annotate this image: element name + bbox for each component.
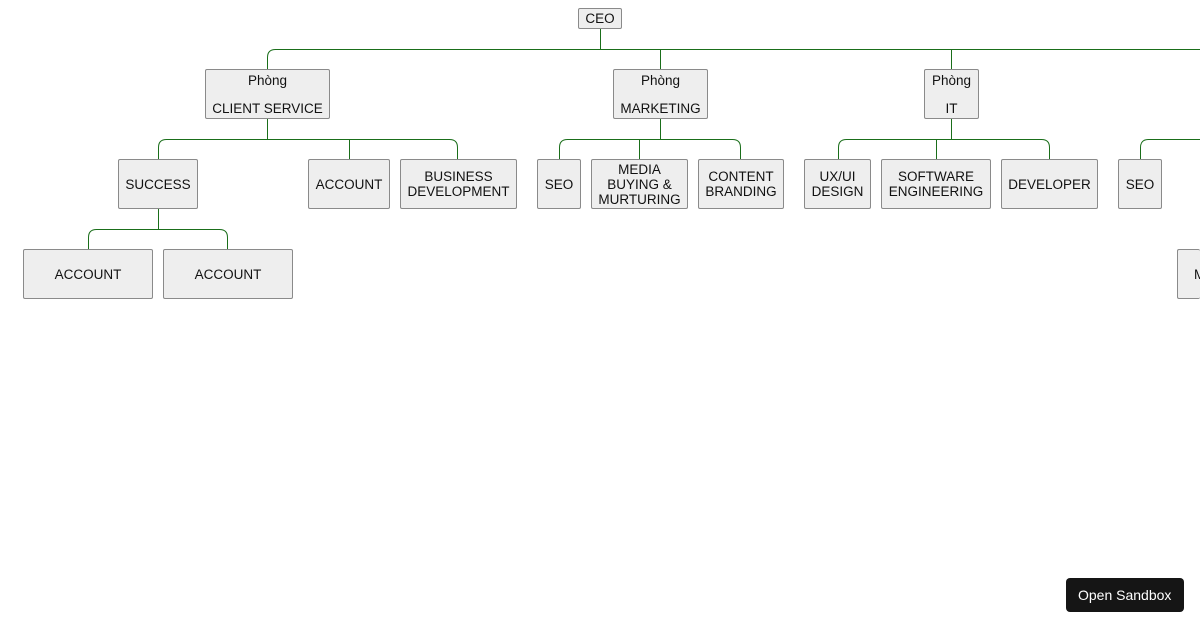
team-seo-offscreen-node[interactable]: SEO [1118,159,1162,209]
clipped-node-label: M [1194,267,1200,282]
team-label: SEO [1125,176,1155,192]
connector-it-bus [838,139,1050,159]
team-content-branding-node[interactable]: CONTENT BRANDING [698,159,784,209]
team-label-line-1: MEDIA [618,161,661,177]
team-label-line-3: MURTURING [598,191,681,207]
offscreen-clipped-node[interactable]: M [1177,249,1200,299]
dept-client-service-node[interactable]: Phòng CLIENT SERVICE [205,69,330,119]
connector-client-service-bus [158,139,458,159]
team-label-line-2: BUYING & [607,176,672,192]
connector-marketing-bus [559,139,741,159]
team-account-node[interactable]: ACCOUNT [308,159,390,209]
open-sandbox-button[interactable]: Open Sandbox [1066,578,1184,612]
team-business-development-node[interactable]: BUSINESS DEVELOPMENT [400,159,517,209]
dept-label: CLIENT SERVICE [212,101,323,116]
member-label: ACCOUNT [194,266,262,282]
team-label-line-2: ENGINEERING [888,184,984,199]
member-account-node[interactable]: ACCOUNT [23,249,153,299]
dept-label: IT [945,101,958,116]
team-label-line-1: SOFTWARE [898,169,974,184]
team-label-line-1: UX/UI [819,169,856,184]
team-label: ACCOUNT [315,176,383,192]
team-label-line-2: BRANDING [705,184,777,199]
dept-it-node[interactable]: Phòng IT [924,69,979,119]
member-label: ACCOUNT [54,266,122,282]
team-developer-node[interactable]: DEVELOPER [1001,159,1098,209]
connector-success-bus [88,229,228,249]
team-label-line-2: DEVELOPMENT [407,184,510,199]
team-label: SEO [544,176,574,192]
connector-level1-bus [267,49,1200,69]
dept-label: MARKETING [620,101,701,116]
team-media-buying-node[interactable]: MEDIA BUYING & MURTURING [591,159,688,209]
connector-offscreen-bus [1140,139,1200,159]
team-label-line-1: CONTENT [708,169,774,184]
team-label: SUCCESS [125,176,191,192]
team-label-line-1: BUSINESS [424,169,493,184]
dept-prefix: Phòng [247,73,288,88]
team-ux-ui-design-node[interactable]: UX/UI DESIGN [804,159,871,209]
team-seo-node[interactable]: SEO [537,159,581,209]
ceo-label: CEO [585,11,615,26]
ceo-node[interactable]: CEO [578,8,622,29]
member-account-node[interactable]: ACCOUNT [163,249,293,299]
team-software-engineering-node[interactable]: SOFTWARE ENGINEERING [881,159,991,209]
team-success-node[interactable]: SUCCESS [118,159,198,209]
dept-marketing-node[interactable]: Phòng MARKETING [613,69,708,119]
dept-prefix: Phòng [640,73,681,88]
team-label: DEVELOPER [1008,176,1091,192]
team-label-line-2: DESIGN [811,184,864,199]
dept-prefix: Phòng [931,73,972,88]
